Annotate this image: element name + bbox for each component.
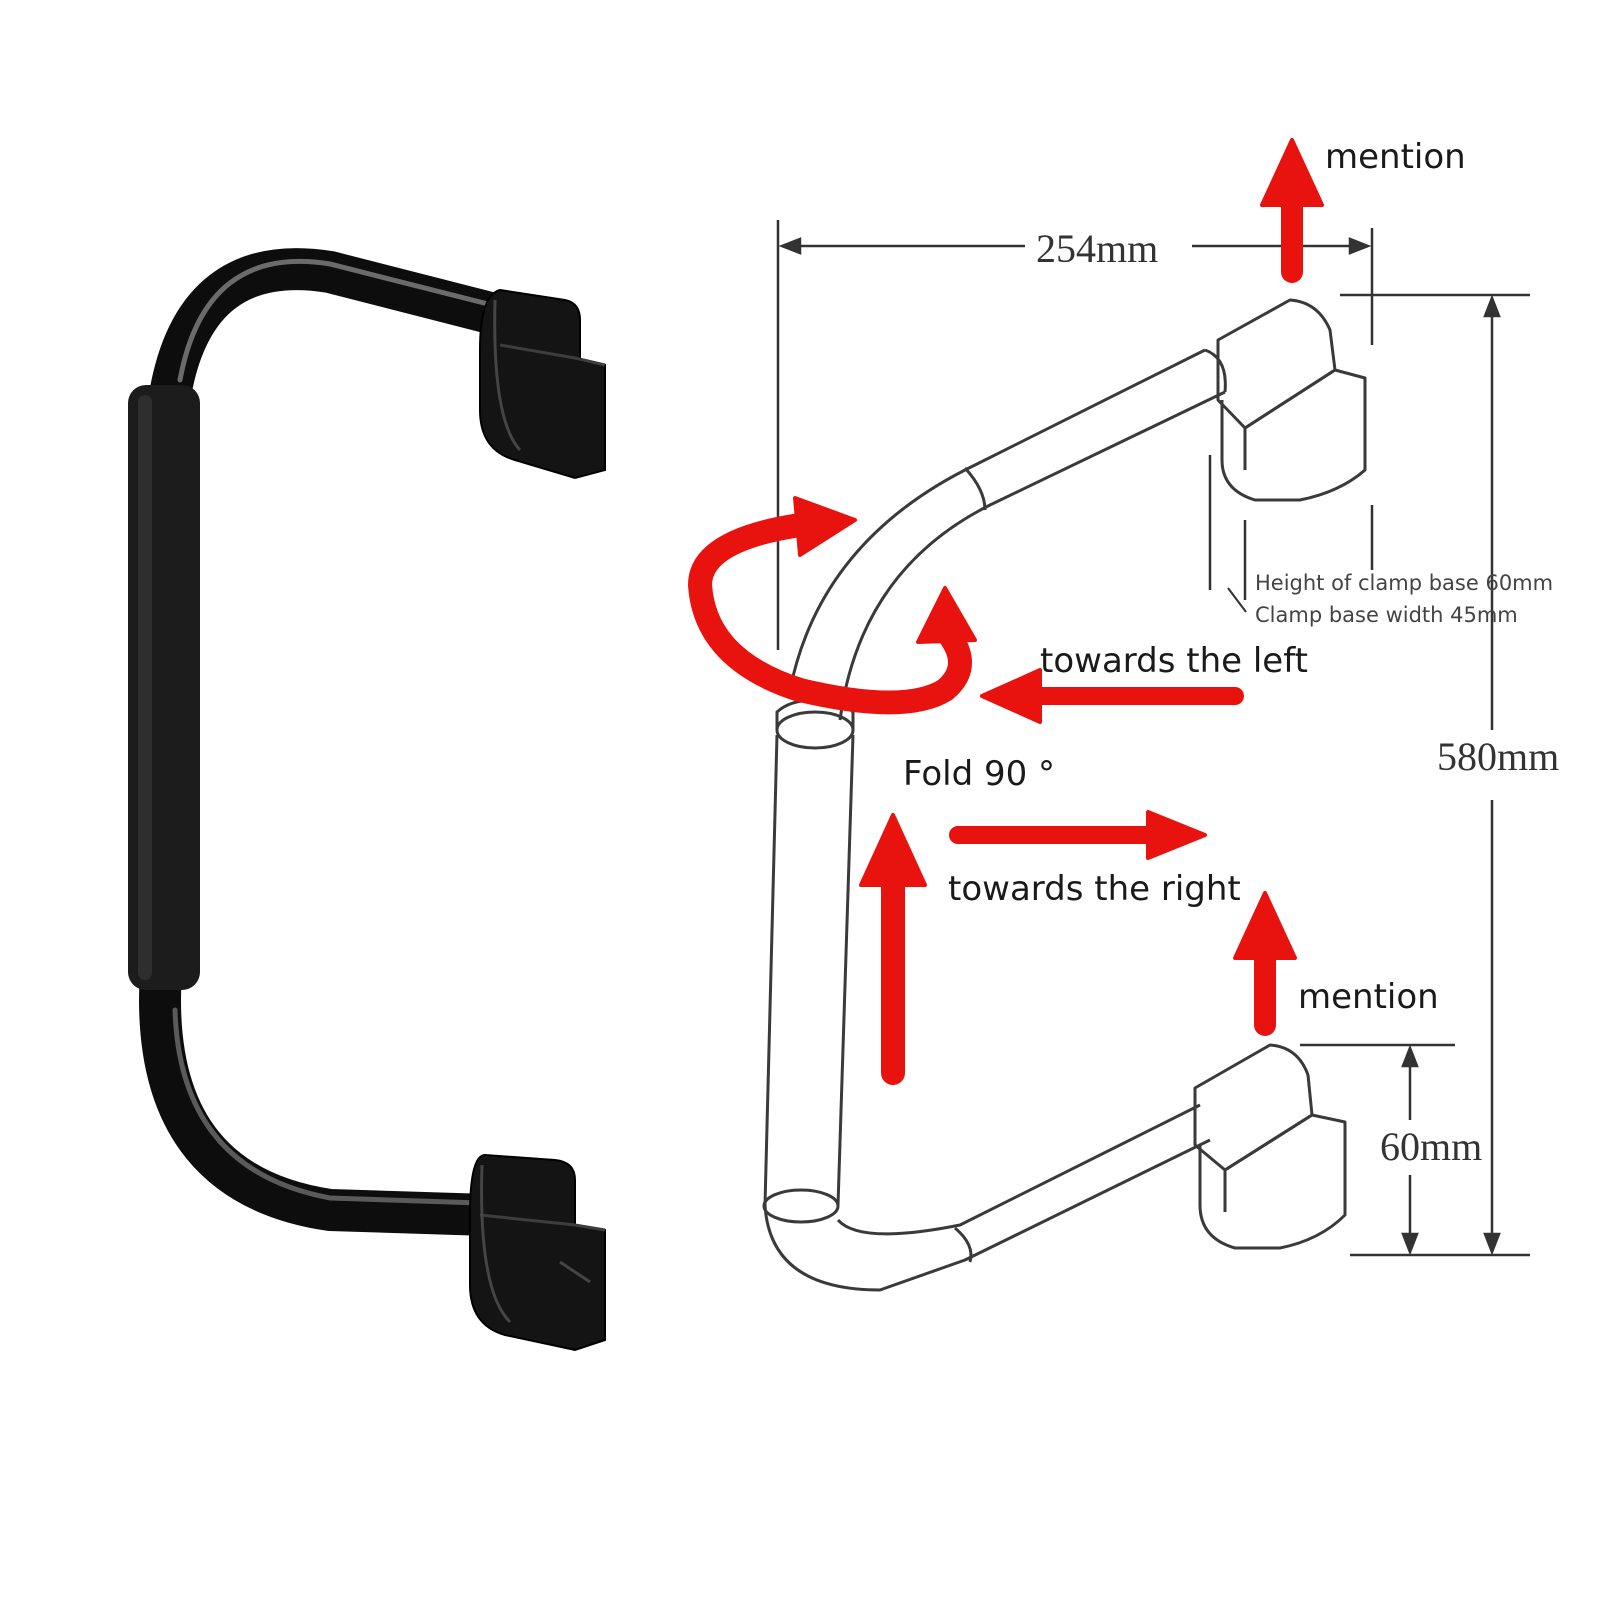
towards-right-label: towards the right bbox=[948, 869, 1241, 909]
upright-left bbox=[763, 734, 779, 1206]
line-lower-clamp bbox=[1193, 1043, 1347, 1250]
upright-right bbox=[836, 734, 855, 1206]
mention-top-label: mention bbox=[1325, 137, 1466, 177]
mention-top-arrow bbox=[1260, 138, 1324, 283]
dimension-lines bbox=[776, 220, 1530, 1257]
handle-foam-grip-shade bbox=[138, 395, 152, 980]
mention-bottom-arrow bbox=[1233, 891, 1297, 1036]
towards-left-label: towards the left bbox=[1040, 641, 1308, 681]
clamp-width-label: Clamp base width 45mm bbox=[1255, 603, 1518, 627]
upper-bar-cap bbox=[1204, 348, 1227, 393]
handle-bottom-clamp bbox=[469, 1153, 606, 1352]
black-handle-photo bbox=[128, 248, 606, 1352]
line-art-handle bbox=[762, 298, 1367, 1292]
handle-tube-highlight-lower bbox=[172, 1007, 483, 1206]
height-dimension-label: 580mm bbox=[1437, 734, 1559, 779]
width-dimension-label: 254mm bbox=[1036, 226, 1158, 271]
lower-bar-inner bbox=[836, 1103, 1201, 1236]
handle-top-clamp bbox=[479, 288, 606, 480]
mention-bottom-label: mention bbox=[1298, 977, 1439, 1017]
upper-bar-outer bbox=[788, 348, 1206, 691]
upper-bar-inner bbox=[838, 390, 1226, 721]
fold-label: Fold 90 ° bbox=[903, 754, 1055, 794]
base-height-label: 60mm bbox=[1380, 1124, 1482, 1169]
handle-tube bbox=[139, 248, 519, 1236]
towards-right-arrow bbox=[949, 810, 1207, 860]
red-arrows bbox=[688, 138, 1324, 1085]
rotation-arrow bbox=[688, 496, 977, 715]
upright-up-arrow bbox=[859, 813, 927, 1085]
lower-bar-outer bbox=[763, 1138, 1211, 1292]
towards-left-arrow bbox=[980, 668, 1244, 724]
handle-tube-highlight bbox=[177, 258, 495, 383]
line-upper-clamp bbox=[1216, 298, 1367, 502]
hinge-collar bbox=[775, 710, 855, 750]
clamp-height-label: Height of clamp base 60mm bbox=[1255, 571, 1553, 595]
